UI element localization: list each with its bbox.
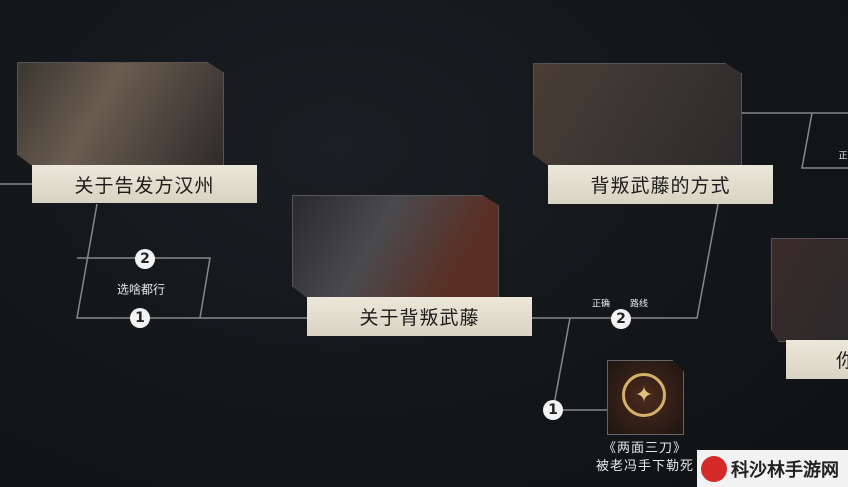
node-label: 背叛武藤的方式 bbox=[548, 165, 773, 204]
choice-text: 路线 bbox=[629, 299, 649, 310]
node-image bbox=[292, 195, 499, 299]
achievement-title: 《两面三刀》 bbox=[602, 441, 687, 456]
node-label: 你 bbox=[786, 340, 848, 379]
watermark-text: 科沙林手游网 bbox=[731, 459, 839, 481]
node-image bbox=[533, 63, 742, 167]
node-image bbox=[17, 62, 224, 167]
choice-badge: 1 bbox=[543, 400, 563, 420]
node-label: 关于背叛武藤 bbox=[307, 297, 532, 336]
achievement-description: 被老冯手下勒死 bbox=[595, 459, 694, 474]
node-image bbox=[771, 238, 848, 342]
choice-text: 正 bbox=[838, 151, 848, 162]
achievement-tile[interactable]: ✦ bbox=[607, 360, 684, 435]
moth-emblem-icon: ✦ bbox=[622, 373, 666, 417]
watermark-logo: 科沙林手游网 bbox=[697, 450, 848, 487]
node-label: 关于告发方汉州 bbox=[32, 165, 257, 203]
choice-badge: 2 bbox=[611, 309, 631, 329]
choice-text: 正确 bbox=[591, 299, 611, 310]
choice-badge: 1 bbox=[130, 308, 150, 328]
choice-text: 选啥都行 bbox=[116, 282, 166, 297]
choice-badge: 2 bbox=[135, 249, 155, 269]
flower-logo-icon bbox=[701, 455, 727, 482]
